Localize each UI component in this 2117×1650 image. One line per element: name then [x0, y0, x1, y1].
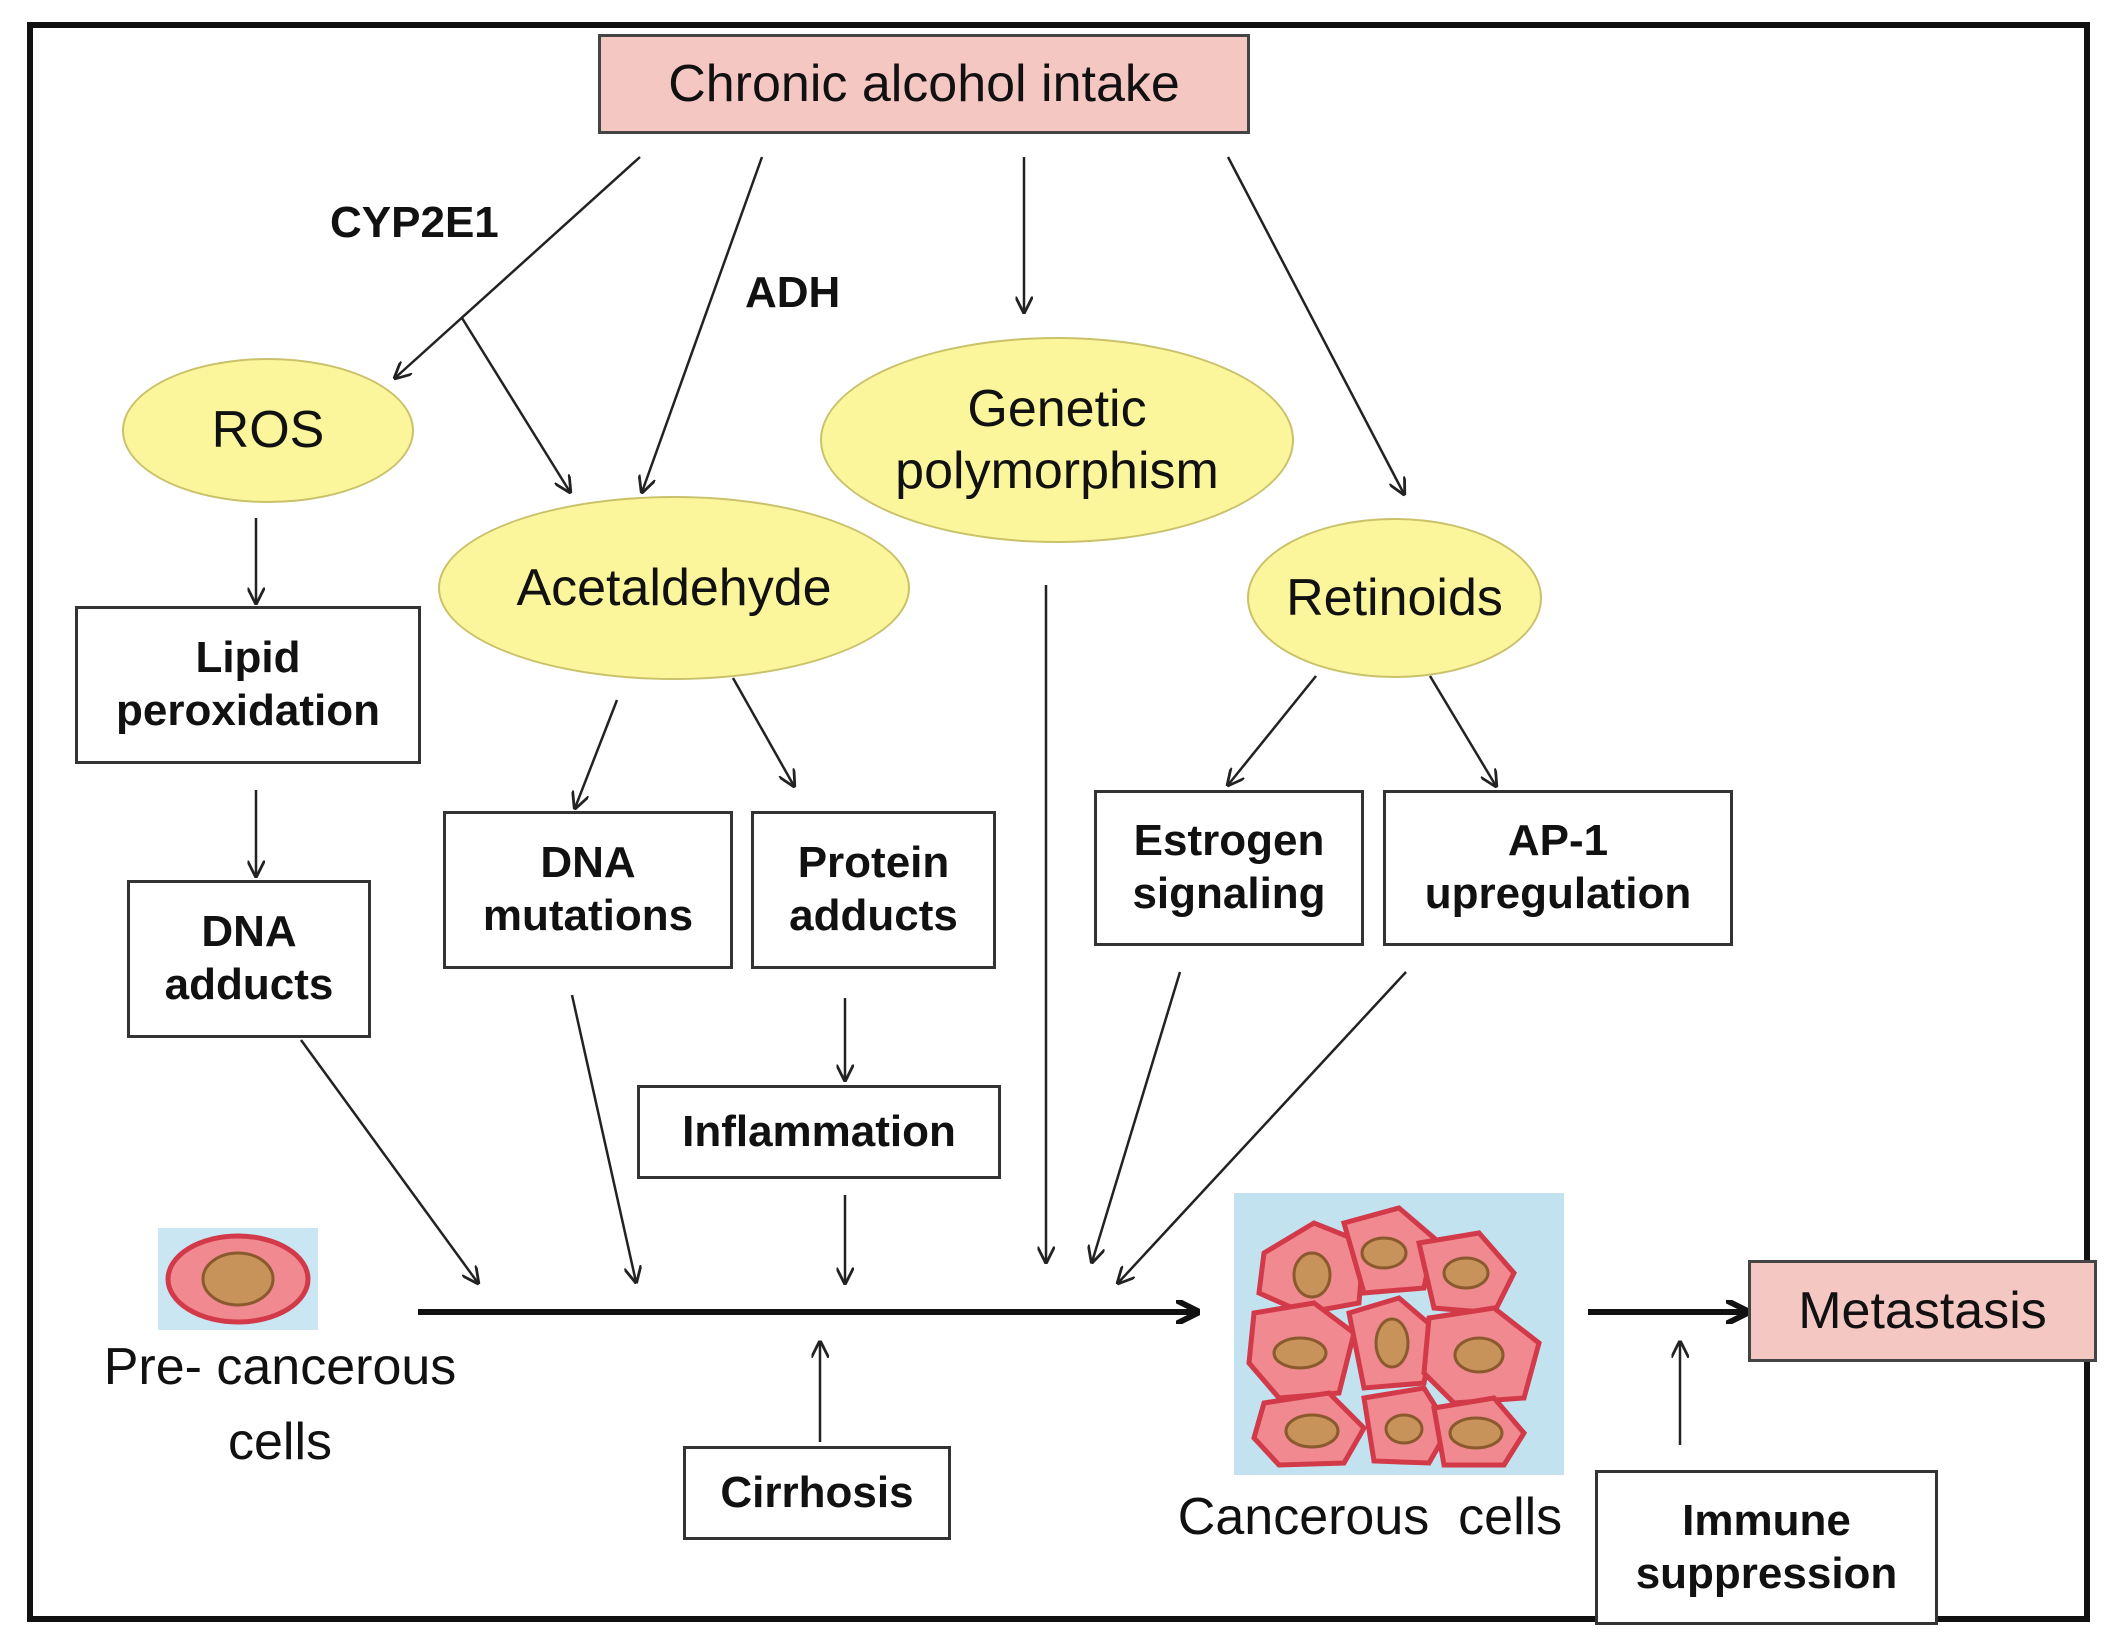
estrogen-signaling-box: Estrogen signaling [1094, 790, 1364, 946]
arrow-dna-adducts-to-path [299, 1039, 478, 1283]
cancerous-cells-image [1234, 1193, 1564, 1475]
protein-adducts-box: Protein adducts [751, 811, 996, 969]
arrow-retinoids-to-ap1 [1428, 675, 1496, 786]
arrow-cyp-branch-to-acetaldehyde [460, 317, 570, 492]
arrow-alcohol-to-retinoids [1226, 156, 1404, 494]
arrow-estrogen-to-path [1092, 971, 1182, 1262]
dna-mutations-box: DNA mutations [443, 811, 733, 969]
inflammation-box: Inflammation [637, 1085, 1001, 1179]
arrow-acetaldehyde-to-protein-adducts [731, 677, 794, 786]
arrow-acetaldehyde-to-dna-mutations [575, 699, 619, 808]
acetaldehyde-oval: Acetaldehyde [438, 496, 910, 680]
retinoids-oval: Retinoids [1247, 518, 1542, 678]
immune-suppression-box: Immune suppression [1595, 1470, 1938, 1625]
precancerous-cell-image [158, 1228, 318, 1330]
adh-label: ADH [745, 268, 841, 317]
arrow-alcohol-to-acetaldehyde [642, 156, 764, 492]
arrow-dna-mutations-to-path [570, 994, 636, 1282]
arrow-retinoids-to-estrogen [1228, 675, 1317, 785]
cirrhosis-box: Cirrhosis [683, 1446, 951, 1540]
chronic-alcohol-intake-box: Chronic alcohol intake [598, 34, 1250, 134]
ap1-upregulation-box: AP-1 upregulation [1383, 790, 1733, 946]
lipid-peroxidation-box: Lipid peroxidation [75, 606, 421, 764]
diagram-frame [27, 22, 2090, 1622]
metastasis-box: Metastasis [1748, 1260, 2097, 1362]
ros-oval: ROS [122, 358, 414, 503]
precancerous-cells-label: Pre- cancerous cells [103, 1338, 457, 1472]
cancerous-cells-label: Cancerous cells [1177, 1488, 1563, 1546]
cyp2e1-label: CYP2E1 [330, 198, 499, 247]
arrow-alcohol-to-ros [395, 156, 641, 378]
genetic-polymorphism-oval: Genetic polymorphism [820, 337, 1294, 543]
arrow-ap1-to-path [1118, 971, 1407, 1283]
dna-adducts-box: DNA adducts [127, 880, 371, 1038]
